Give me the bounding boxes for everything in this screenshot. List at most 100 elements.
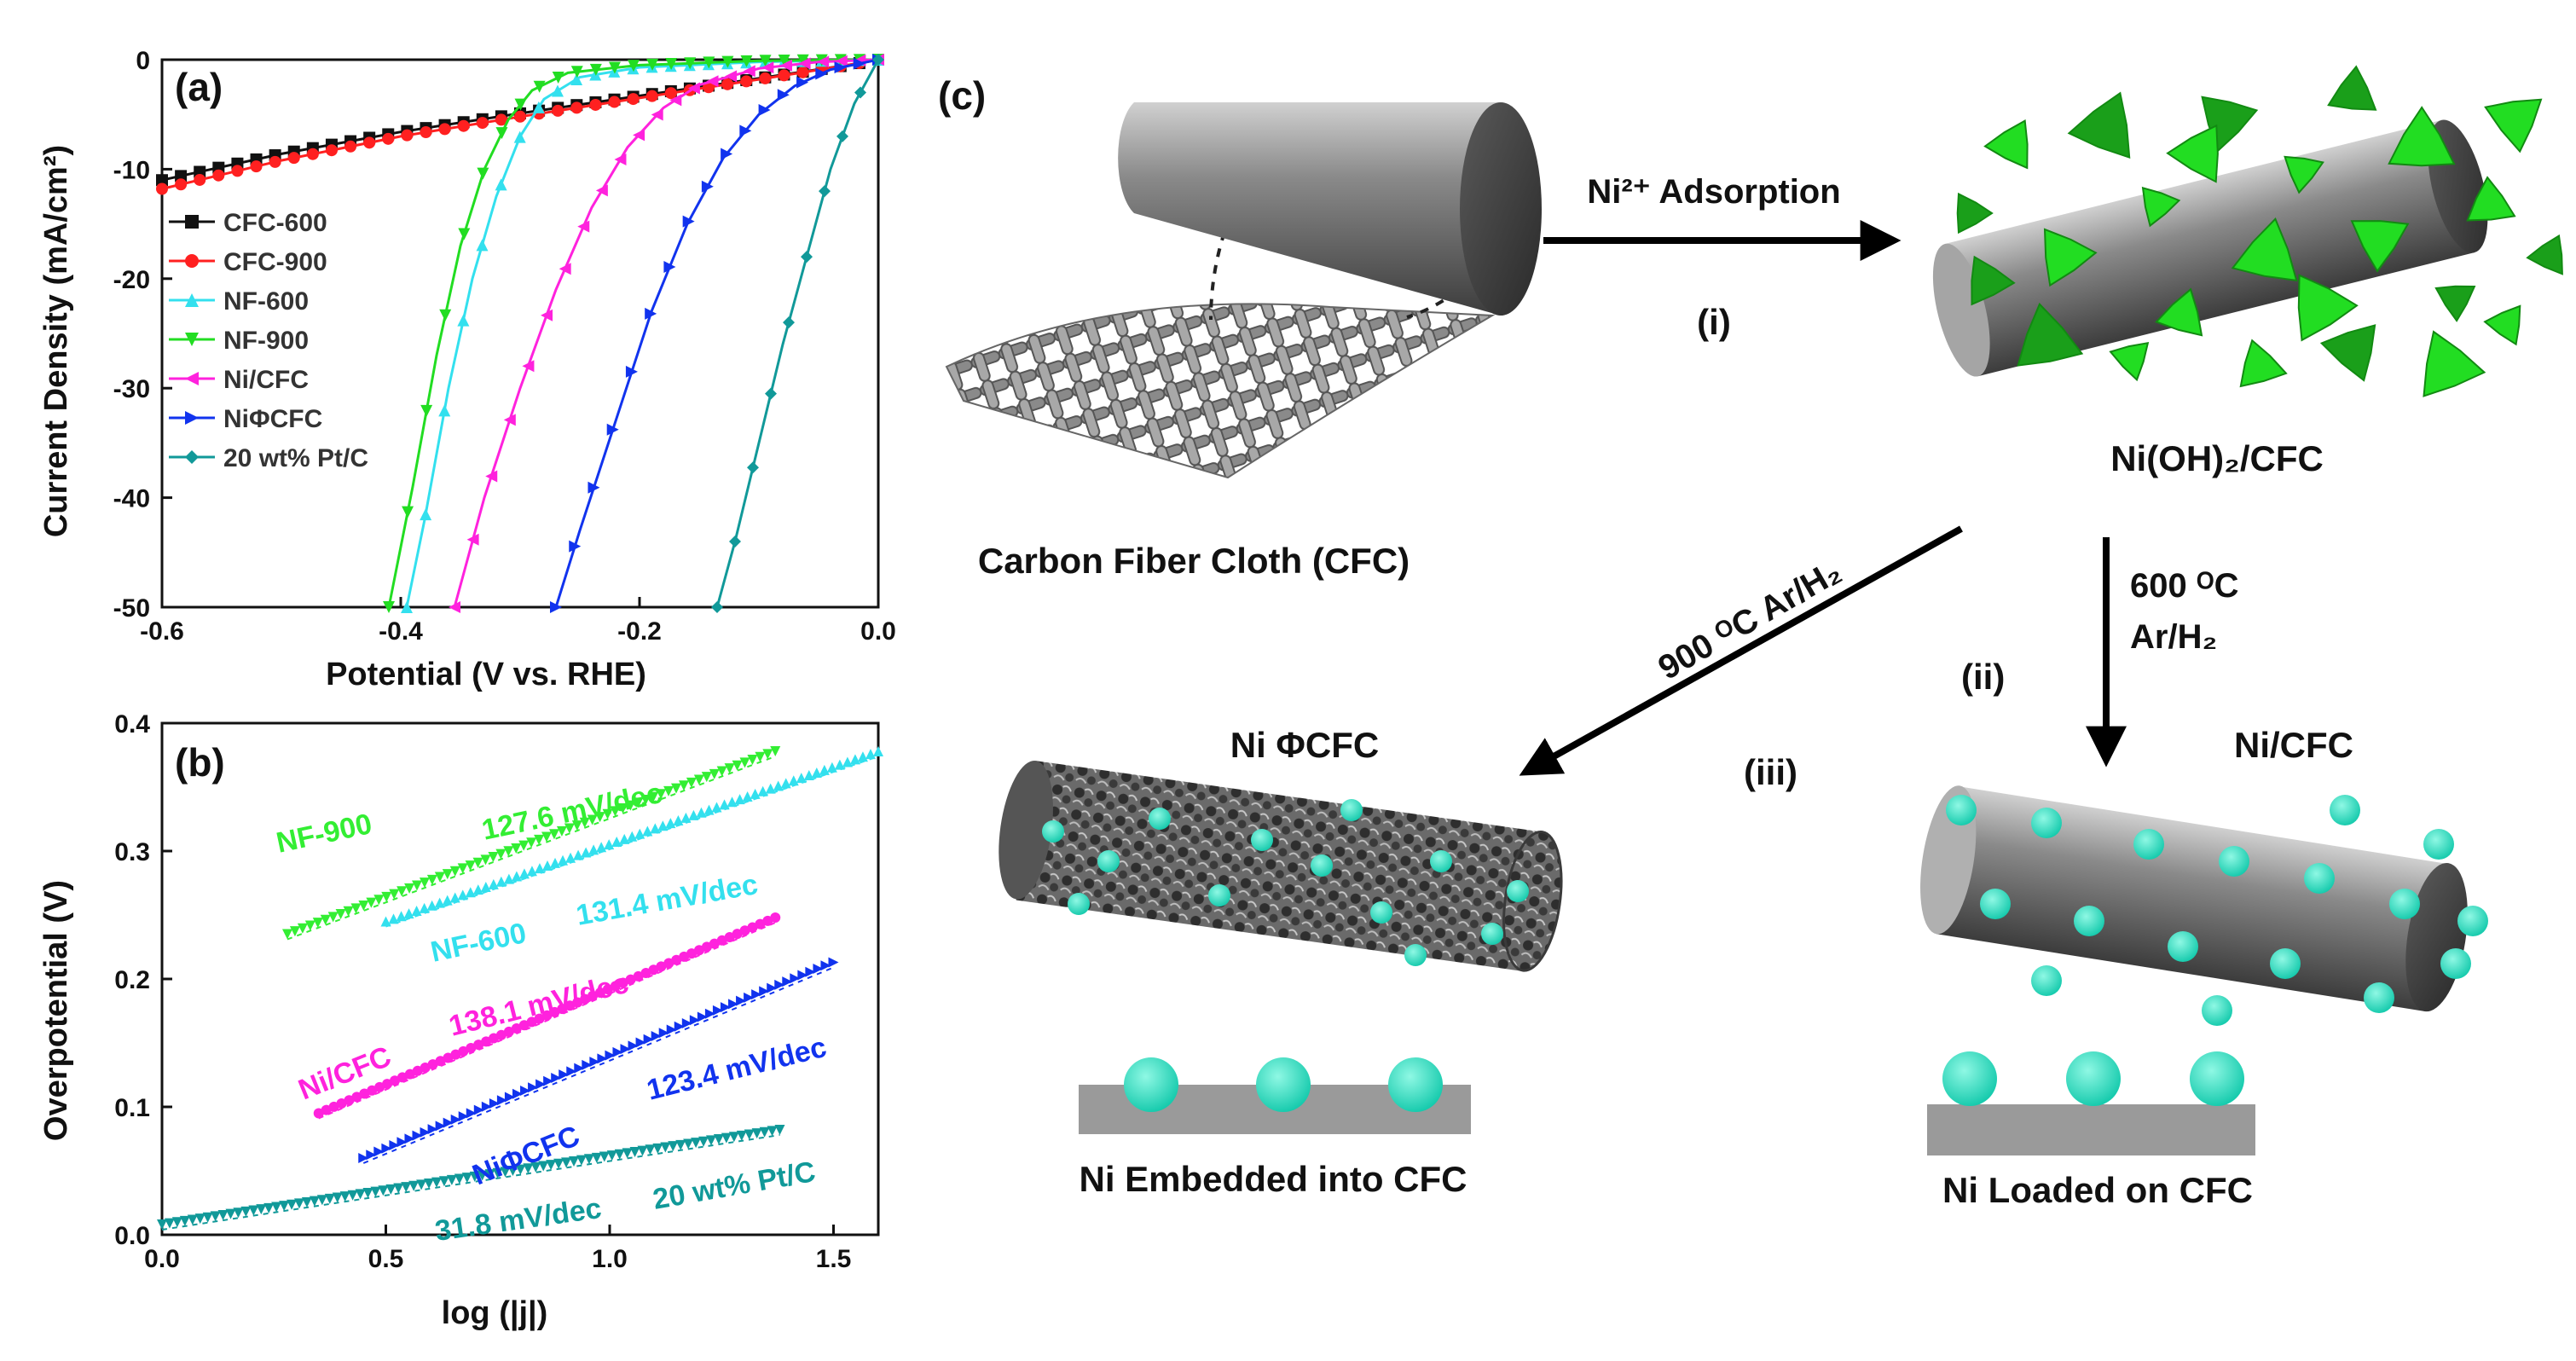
point-ni-cfc <box>574 1063 585 1074</box>
panel-a-label: (a) <box>175 65 223 109</box>
point-nf-900 <box>564 823 575 834</box>
point-nf-900 <box>449 866 460 877</box>
point-cfc-900 <box>740 75 753 88</box>
point-20-wt-pt-c <box>599 1151 610 1162</box>
point-ni-cfc <box>620 1044 631 1055</box>
point-cfc-600 <box>175 170 188 182</box>
point-20-wt-pt-c <box>683 1138 694 1150</box>
point-nf-900 <box>350 903 362 914</box>
loaded-ni-dot <box>2202 995 2232 1026</box>
point-ni-cfc <box>569 540 582 553</box>
point-ni-cfc <box>496 1095 507 1106</box>
point-ni-cfc <box>614 153 627 166</box>
point-nf-900 <box>383 601 395 613</box>
legend-marker <box>185 254 199 268</box>
point-cfc-900 <box>552 104 564 117</box>
point-nf-900 <box>648 791 659 802</box>
point-cfc-900 <box>664 87 677 100</box>
point-nf-600 <box>476 239 489 252</box>
point-cfc-900 <box>495 113 507 126</box>
y-tick-label: 0.4 <box>114 710 150 738</box>
nioh-flake <box>2141 186 2181 228</box>
embedded-ni-dot <box>1149 808 1171 830</box>
point-cfc-900 <box>420 126 432 139</box>
point-nf-600 <box>873 746 883 756</box>
point-20-wt-pt-c <box>408 1180 420 1191</box>
point-nf-900 <box>740 55 753 67</box>
point-nf-900 <box>320 914 331 925</box>
point-ni-cfc <box>751 989 762 1000</box>
ni-phi-cfc-illustration: Ni ΦCFC Ni Embedded into CFC <box>999 725 1563 1199</box>
point-ni-cfc <box>595 184 608 197</box>
point-nf-900 <box>420 404 433 417</box>
loaded-ni-dot <box>2133 829 2164 860</box>
point-nf-600 <box>511 871 522 882</box>
point-20-wt-pt-c <box>469 1171 480 1182</box>
point-nf-900 <box>548 829 559 840</box>
point-nf-600 <box>488 878 499 889</box>
point-ni-cfc <box>559 263 571 275</box>
panel-a-ylabel: Current Density (mA/cm²) <box>38 145 74 537</box>
point-ni-cfc <box>612 1046 623 1057</box>
point-nf-600 <box>565 852 576 863</box>
point-nf-900 <box>646 58 659 71</box>
point-nf-900 <box>289 926 300 937</box>
point-ni-cfc <box>566 1066 577 1077</box>
point-nf-900 <box>373 895 385 906</box>
point-cfc-900 <box>287 152 300 165</box>
panel-a-legend: CFC-600CFC-900NF-600NF-900Ni/CFCNiΦCFC20… <box>169 209 368 472</box>
legend-marker <box>185 333 199 346</box>
y-tick-label: -30 <box>113 375 150 403</box>
point-ni-cfc <box>797 970 808 981</box>
point-nf-900 <box>778 55 790 67</box>
point-20-wt-pt-c <box>530 1161 541 1173</box>
point-ni-cfc <box>503 414 516 426</box>
point-nf-900 <box>686 777 697 788</box>
point-nf-600 <box>518 868 530 879</box>
legend-label: Ni/CFC <box>223 366 309 394</box>
point-20-wt-pt-c <box>324 1193 335 1204</box>
point-cfc-900 <box>457 119 470 132</box>
y-tick-label: -10 <box>113 156 150 184</box>
point-20-wt-pt-c <box>164 1218 175 1229</box>
point-ni-cfc <box>697 1011 708 1022</box>
x-tick-label: 0.0 <box>860 617 896 646</box>
point-nf-900 <box>514 98 527 111</box>
y-tick-label: -50 <box>113 594 150 623</box>
ni-cfc-illustration: Ni/CFC Ni Loaded on CFC <box>1920 725 2488 1210</box>
nicfc-title: Ni/CFC <box>2234 725 2353 765</box>
point-ni-cfc <box>541 309 553 321</box>
point-nf-600 <box>495 876 507 887</box>
point-20-wt-pt-c <box>332 1192 343 1203</box>
point-nf-900 <box>312 918 323 929</box>
point-20-wt-pt-c <box>767 1126 778 1137</box>
point-20-wt-pt-c <box>637 1145 648 1156</box>
point-ni-cfc <box>504 1092 515 1103</box>
point-nf-900 <box>465 860 476 872</box>
embedded-ni-ball <box>1124 1057 1178 1112</box>
point-20-wt-pt-c <box>301 1196 312 1208</box>
x-tick-label: -0.2 <box>617 617 662 646</box>
point-20-wt-pt-c <box>675 1139 686 1150</box>
point-20-wt-pt-c <box>438 1176 449 1187</box>
point-nf-600 <box>438 404 451 417</box>
x-tick-label: -0.6 <box>140 617 184 646</box>
point-nf-600 <box>696 807 707 818</box>
panel-c-label: (c) <box>938 73 986 118</box>
point-ni-cfc <box>635 1037 646 1048</box>
point-20-wt-pt-c <box>583 1154 594 1165</box>
series-line-20-wt-pt-c <box>715 59 880 608</box>
point-20-wt-pt-c <box>759 1126 770 1138</box>
nioh-flake <box>2388 106 2456 167</box>
porous-fiber-body <box>1016 761 1543 971</box>
point-nf-600 <box>596 842 607 853</box>
nioh-flake <box>2043 228 2098 287</box>
point-ni-cfc <box>853 57 865 70</box>
point-ni-cfc <box>520 1085 531 1096</box>
point-nf-600 <box>665 818 676 829</box>
point-20-wt-pt-c <box>279 1201 290 1212</box>
x-tick-label: 0.5 <box>368 1245 404 1273</box>
point-ni-cfc <box>758 103 771 116</box>
point-nf-600 <box>581 847 592 858</box>
